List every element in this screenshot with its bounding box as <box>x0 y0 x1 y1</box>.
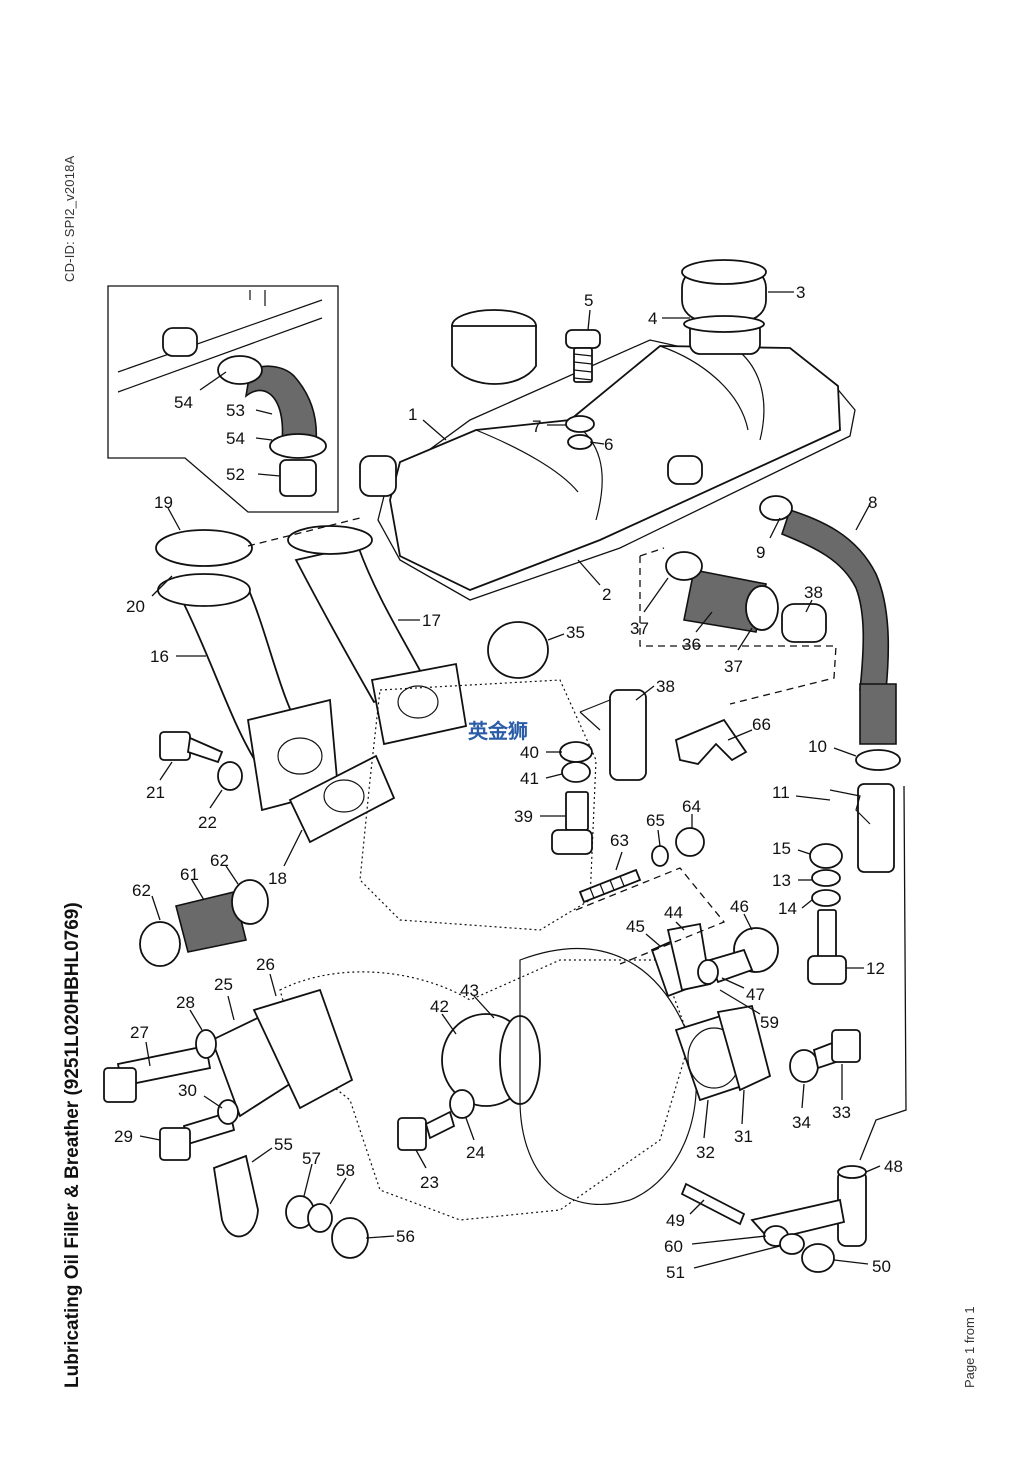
part-label-54b: 54 <box>226 429 245 448</box>
part-label-45: 45 <box>626 917 645 936</box>
cover-plate <box>103 988 354 1161</box>
part-label-37b: 37 <box>724 657 743 676</box>
part-label-12: 12 <box>866 959 885 978</box>
retaining-clip <box>674 718 748 765</box>
part-label-61: 61 <box>180 865 199 884</box>
part-label-66: 66 <box>752 715 771 734</box>
flange-bolt <box>159 731 243 791</box>
part-label-34: 34 <box>792 1113 811 1132</box>
part-label-44: 44 <box>664 903 683 922</box>
part-label-3: 3 <box>796 283 805 302</box>
part-label-59: 59 <box>760 1013 779 1032</box>
mounting-clamp <box>212 1154 369 1259</box>
part-label-33: 33 <box>832 1103 851 1122</box>
part-label-10: 10 <box>808 737 827 756</box>
part-label-35: 35 <box>566 623 585 642</box>
part-label-32: 32 <box>696 1143 715 1162</box>
elbow-pipes <box>155 517 468 844</box>
lower-breather-pipe <box>680 785 907 1273</box>
part-label-19: 19 <box>154 493 173 512</box>
part-label-24: 24 <box>466 1143 485 1162</box>
part-label-17: 17 <box>422 611 441 630</box>
part-label-38a: 38 <box>804 583 823 602</box>
part-callouts: 1 2 3 4 5 6 7 8 9 10 11 12 13 14 15 16 1… <box>114 283 903 1282</box>
part-label-8: 8 <box>868 493 877 512</box>
part-label-63: 63 <box>610 831 629 850</box>
inset-detail <box>107 285 339 513</box>
vertical-bolt-set <box>807 843 847 985</box>
part-label-16: 16 <box>150 647 169 666</box>
part-label-38b: 38 <box>656 677 675 696</box>
part-label-30: 30 <box>178 1081 197 1100</box>
part-label-22: 22 <box>198 813 217 832</box>
filler-cap <box>451 259 767 385</box>
part-label-27: 27 <box>130 1023 149 1042</box>
part-label-55: 55 <box>274 1135 293 1154</box>
cover-screw <box>565 329 601 450</box>
part-label-9: 9 <box>756 543 765 562</box>
part-label-40: 40 <box>520 743 539 762</box>
part-label-37a: 37 <box>630 619 649 638</box>
hose-clip-assembly <box>139 879 269 967</box>
part-label-52: 52 <box>226 465 245 484</box>
part-label-5: 5 <box>584 291 593 310</box>
breather-pipe-bracket <box>551 689 647 855</box>
part-label-6: 6 <box>604 435 613 454</box>
part-label-54a: 54 <box>174 393 193 412</box>
timing-cover-parts <box>397 1013 541 1151</box>
part-label-28: 28 <box>176 993 195 1012</box>
part-label-47: 47 <box>746 985 765 1004</box>
part-label-36: 36 <box>682 635 701 654</box>
flywheel-housing <box>519 947 697 1205</box>
part-label-23: 23 <box>420 1173 439 1192</box>
stud-nut-set <box>575 827 726 965</box>
part-label-64: 64 <box>682 797 701 816</box>
part-label-65: 65 <box>646 811 665 830</box>
part-label-56: 56 <box>396 1227 415 1246</box>
watermark-text: 英金狮 <box>468 719 528 743</box>
part-label-31: 31 <box>734 1127 753 1146</box>
part-label-4: 4 <box>648 309 657 328</box>
small-breather-hose <box>639 547 837 705</box>
blanking-plug <box>487 621 549 679</box>
part-label-39: 39 <box>514 807 533 826</box>
breather-hose <box>759 495 901 873</box>
adapter-plate <box>674 1004 861 1102</box>
part-label-49: 49 <box>666 1211 685 1230</box>
part-label-53: 53 <box>226 401 245 420</box>
part-label-41: 41 <box>520 769 539 788</box>
part-label-50: 50 <box>872 1257 891 1276</box>
rocker-cover <box>359 339 856 601</box>
part-label-51: 51 <box>666 1263 685 1282</box>
part-label-11: 11 <box>772 783 790 802</box>
part-label-43: 43 <box>460 981 479 1000</box>
part-label-18: 18 <box>268 869 287 888</box>
part-label-46: 46 <box>730 897 749 916</box>
part-label-7: 7 <box>532 417 541 436</box>
part-label-48: 48 <box>884 1157 903 1176</box>
part-label-1: 1 <box>408 405 417 424</box>
part-label-29: 29 <box>114 1127 133 1146</box>
sender-assembly <box>650 922 779 998</box>
part-label-62a: 62 <box>132 881 151 900</box>
part-label-15: 15 <box>772 839 791 858</box>
part-label-60: 60 <box>664 1237 683 1256</box>
part-label-25: 25 <box>214 975 233 994</box>
part-label-2: 2 <box>602 585 611 604</box>
part-label-57: 57 <box>302 1149 321 1168</box>
part-label-58: 58 <box>336 1161 355 1180</box>
part-label-21: 21 <box>146 783 165 802</box>
part-label-20: 20 <box>126 597 145 616</box>
part-label-26: 26 <box>256 955 275 974</box>
part-label-42: 42 <box>430 997 449 1016</box>
engine-block-outline <box>279 679 691 1221</box>
part-label-13: 13 <box>772 871 791 890</box>
part-label-14: 14 <box>778 899 797 918</box>
part-label-62b: 62 <box>210 851 229 870</box>
